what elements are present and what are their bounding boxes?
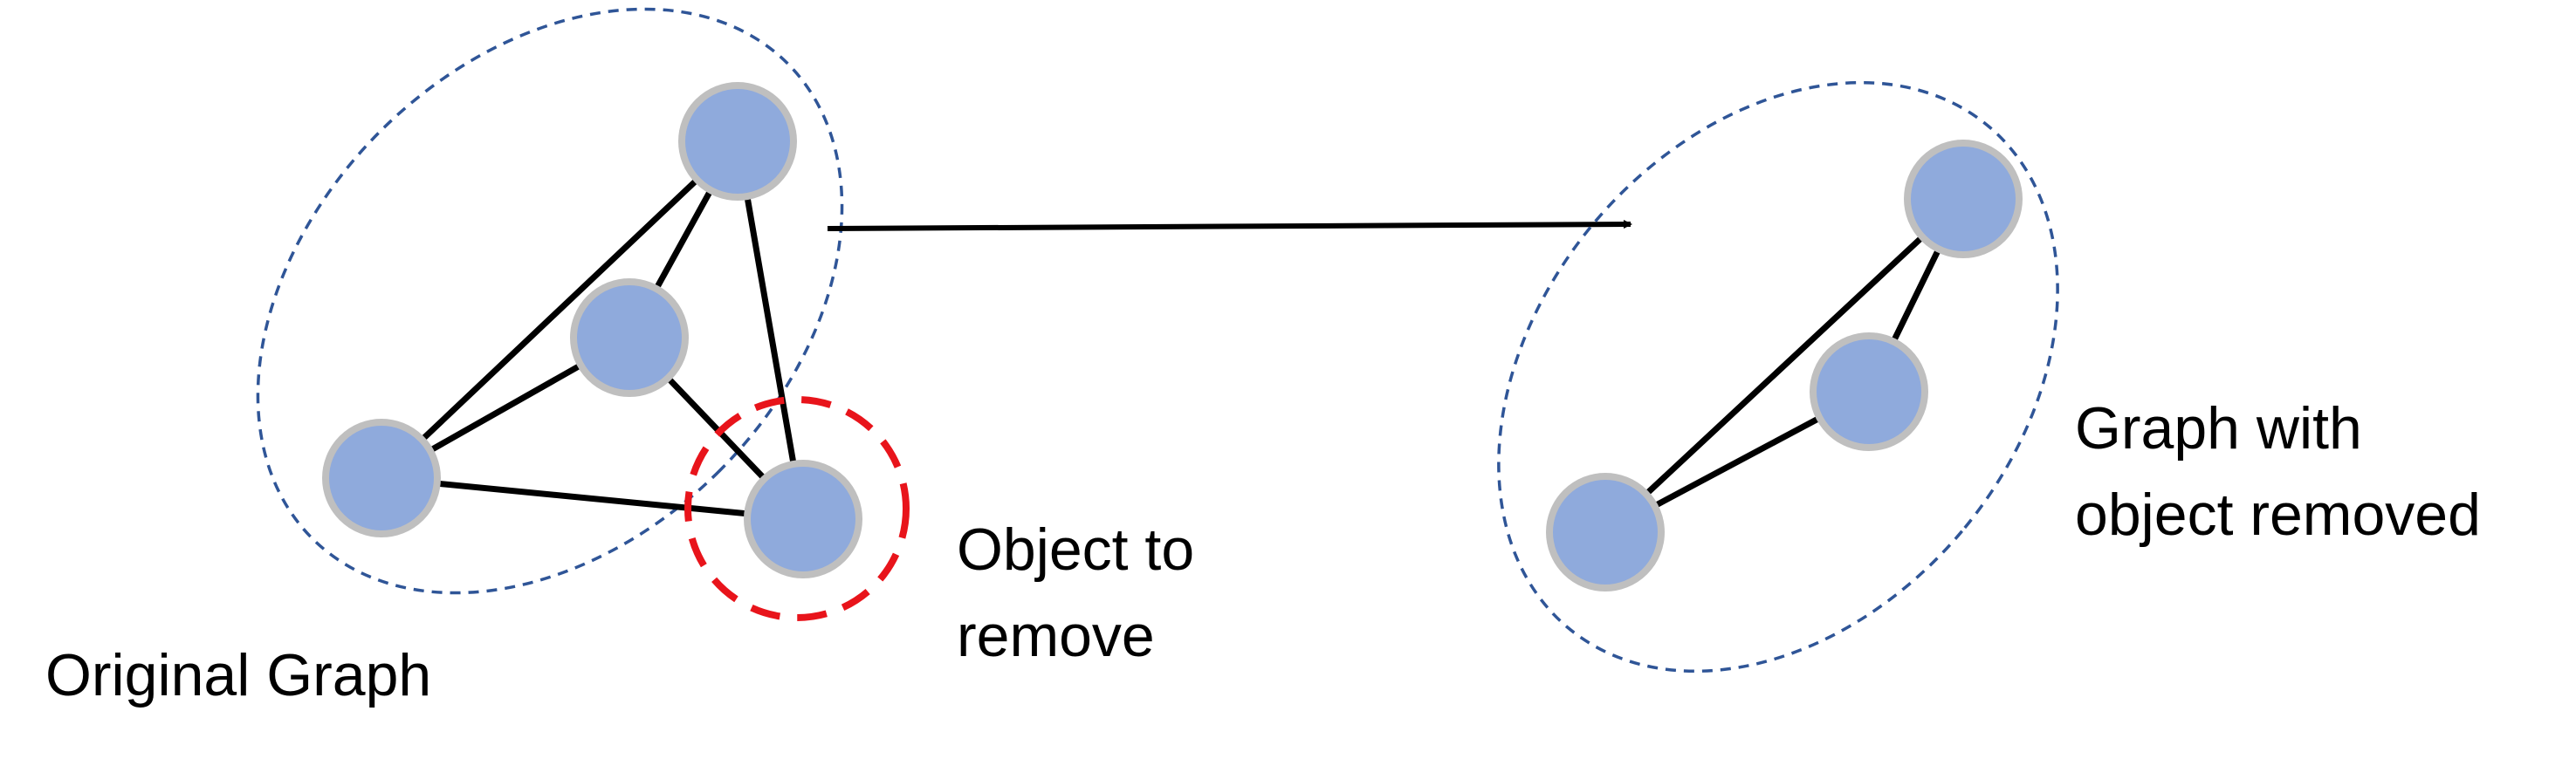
node-middle: [570, 278, 689, 397]
result-node-left: [1546, 473, 1665, 591]
original-graph-label: Original Graph: [45, 642, 431, 708]
result-graph-outline: [1497, 80, 2059, 674]
result-node-middle: [1810, 332, 1928, 451]
removed-object-label: Object to remove: [957, 516, 1194, 669]
edge-left-removed: [378, 475, 807, 523]
edge-top-removed: [734, 138, 807, 523]
edge-top-left: [378, 138, 741, 482]
original-graph: Original Graph: [45, 7, 910, 708]
result-edge-top-left: [1602, 195, 1967, 536]
original-graph-outline: [256, 7, 844, 595]
removed-object-label-line2: remove: [957, 603, 1155, 669]
node-top: [678, 82, 797, 201]
result-graph: Graph with object removed: [1497, 80, 2481, 674]
result-graph-label-line1: Graph with: [2075, 395, 2362, 462]
node-removed: [744, 460, 862, 578]
node-left: [322, 419, 441, 537]
removed-object-label-line1: Object to: [957, 516, 1194, 583]
transform-arrow: [827, 220, 1632, 231]
result-node-top: [1904, 140, 2023, 258]
remove-marker: [684, 396, 910, 621]
result-graph-label-line2: object removed: [2075, 482, 2481, 548]
